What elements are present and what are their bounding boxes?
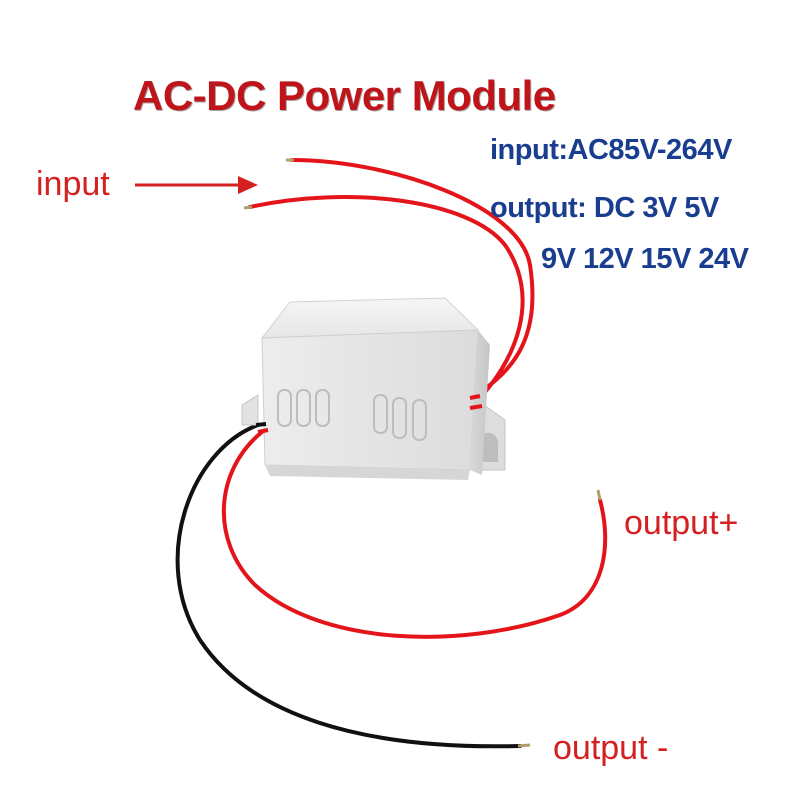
input-spec-text: input:AC85V-264V <box>490 134 732 166</box>
output-minus-label: output - <box>553 729 669 767</box>
input-label: input <box>36 165 110 203</box>
input-wire-lower <box>248 195 525 410</box>
output-spec-text-2: 9V 12V 15V 24V <box>541 243 749 275</box>
output-minus-wire <box>175 423 522 749</box>
output-plus-label: output+ <box>624 504 739 542</box>
input-wire-upper <box>290 158 535 400</box>
output-spec-text: output: DC 3V 5V <box>490 192 719 224</box>
input-arrow-icon <box>135 176 258 194</box>
output-plus-wire <box>222 430 608 639</box>
power-module <box>241 297 506 480</box>
page-title: AC-DC Power Module <box>133 72 556 119</box>
